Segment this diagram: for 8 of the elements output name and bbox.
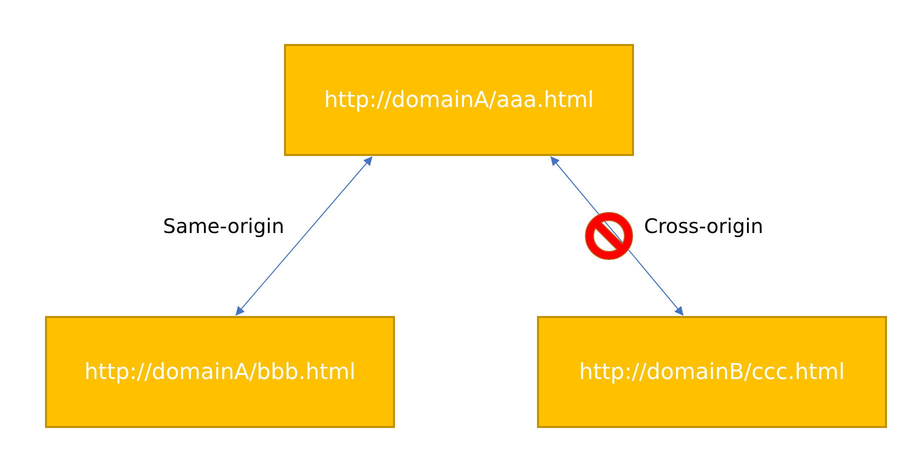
url-box — [537, 316, 887, 428]
double-arrow — [550, 156, 684, 316]
url-box — [45, 316, 395, 428]
url-text: http://domainA/bbb.html — [84, 360, 356, 384]
url-box — [284, 44, 634, 156]
double-arrow — [236, 156, 372, 316]
url-text: http://domainA/aaa.html — [324, 88, 594, 112]
url-text: http://domainB/ccc.html — [579, 360, 845, 384]
